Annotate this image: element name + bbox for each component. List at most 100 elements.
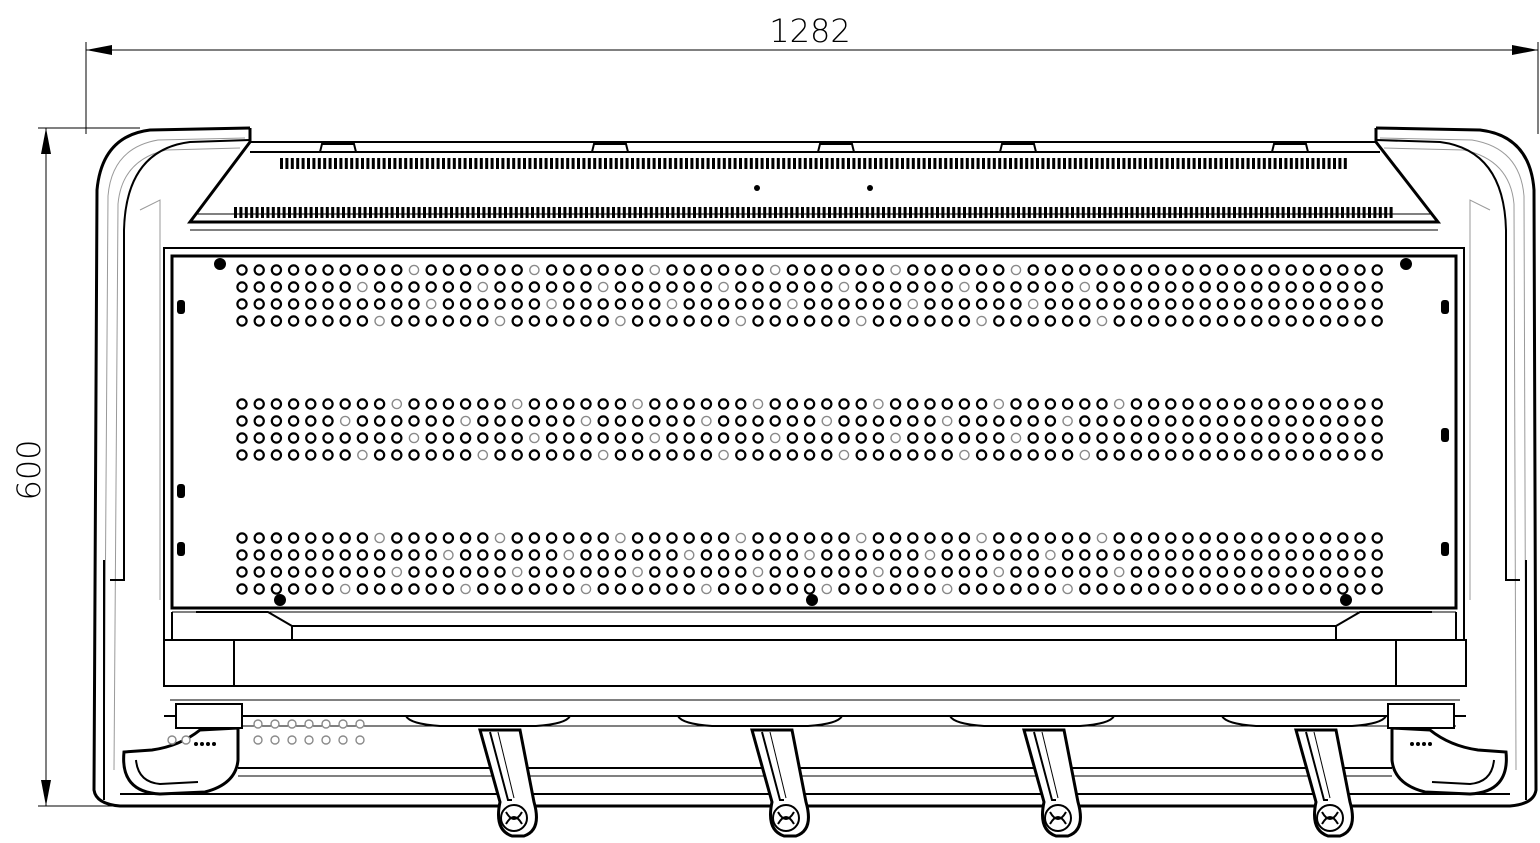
vent-slot xyxy=(706,158,710,169)
perforation-hole xyxy=(1165,398,1177,410)
vent-slot xyxy=(614,158,618,169)
perforation-hole xyxy=(993,264,1005,276)
vent-slot xyxy=(1184,207,1188,218)
vent-slot xyxy=(298,207,302,218)
perforation-hole xyxy=(1251,549,1263,561)
vent-slot xyxy=(763,207,767,218)
vent-slot xyxy=(928,158,931,169)
perforation-hole xyxy=(1044,532,1057,544)
vent-slot xyxy=(1117,158,1120,169)
perforation-hole xyxy=(1147,532,1160,544)
leg-edge xyxy=(761,731,784,801)
perforation-hole xyxy=(529,264,540,276)
perforation-hole xyxy=(305,449,317,461)
vent-slot xyxy=(374,207,378,218)
leg-foot-ring xyxy=(500,804,528,832)
vent-slot xyxy=(795,207,799,218)
perforation-hole xyxy=(1010,549,1022,561)
perforation-hole xyxy=(442,449,455,461)
perforation-hole xyxy=(511,532,523,544)
perforation-hole xyxy=(1027,532,1039,544)
support-leg xyxy=(1294,728,1354,838)
perforation-hole xyxy=(494,532,506,544)
vent-slot xyxy=(747,207,750,218)
perforation-hole xyxy=(459,264,472,276)
perforation-hole xyxy=(339,315,351,327)
perforation-hole xyxy=(1251,449,1263,461)
vent-slot xyxy=(428,207,432,218)
perforation-hole xyxy=(855,264,867,276)
perforation-hole xyxy=(890,432,901,444)
vent-slot xyxy=(652,158,656,169)
vent-slot xyxy=(982,158,985,169)
perforation-hole xyxy=(374,315,385,327)
base-hole xyxy=(253,719,263,729)
base-hole xyxy=(167,735,177,745)
perforation-hole xyxy=(959,281,970,293)
perforation-hole xyxy=(1354,432,1366,444)
perforation-hole xyxy=(735,549,747,561)
perforation-hole xyxy=(270,264,283,276)
perforation-hole xyxy=(270,532,283,544)
perforation-hole xyxy=(649,415,661,427)
perforation-hole xyxy=(1233,264,1246,276)
vent-slot xyxy=(342,207,345,218)
perforation-hole xyxy=(1182,264,1194,276)
vent-slot xyxy=(604,158,607,169)
vent-slot xyxy=(396,207,399,218)
vent-slot xyxy=(504,207,507,218)
perforation-hole xyxy=(1113,549,1125,561)
perforation-hole xyxy=(821,298,833,310)
perforation-hole xyxy=(649,566,661,578)
right-end-panel xyxy=(1375,126,1538,808)
perforation-hole xyxy=(287,432,300,444)
perforation-hole xyxy=(1216,281,1229,293)
vent-slot xyxy=(784,207,788,218)
perforation-hole xyxy=(580,315,592,327)
perforation-hole xyxy=(322,264,334,276)
perforation-hole xyxy=(408,532,420,544)
perforation-holes xyxy=(236,264,1383,595)
perforation-hole xyxy=(1044,583,1057,595)
vent-slot xyxy=(849,207,853,218)
perforation-hole xyxy=(1182,583,1194,595)
perforation-hole xyxy=(528,583,541,595)
base-hole xyxy=(287,735,297,745)
perforation-hole xyxy=(924,264,936,276)
vent-slot xyxy=(1111,158,1115,169)
perforation-hole xyxy=(528,398,541,410)
vent-slot xyxy=(555,158,559,169)
perforation-hole xyxy=(1061,398,1074,410)
perforation-hole xyxy=(907,432,919,444)
perforation-hole xyxy=(683,566,695,578)
perforation-hole xyxy=(1354,398,1366,410)
perforation-hole xyxy=(1285,583,1297,595)
perforation-hole xyxy=(563,566,575,578)
width-dimension: 1282 xyxy=(85,12,1539,134)
vent-slot xyxy=(1243,207,1247,218)
perforation-hole xyxy=(786,398,799,410)
perforation-hole xyxy=(975,583,988,595)
vent-slot xyxy=(1095,158,1099,169)
vent-slot xyxy=(882,207,885,218)
perforation-hole xyxy=(1199,281,1211,293)
vent-slot xyxy=(282,207,286,218)
vent-slot xyxy=(358,207,362,218)
vent-slot xyxy=(436,158,440,169)
perforation-hole xyxy=(305,432,317,444)
vent-slot xyxy=(722,158,726,169)
perforation-hole xyxy=(958,549,971,561)
vent-slot xyxy=(1108,207,1112,218)
perforation-hole xyxy=(1199,415,1211,427)
base-hole xyxy=(270,719,280,729)
perforation-hole xyxy=(1319,281,1332,293)
perforation-hole xyxy=(889,398,902,410)
vent-slot xyxy=(552,207,556,218)
vent-slot xyxy=(350,158,354,169)
perforation-hole xyxy=(786,549,799,561)
perforation-hole xyxy=(373,281,386,293)
perforation-hole xyxy=(1096,398,1108,410)
perforation-hole xyxy=(442,566,455,578)
perforation-hole xyxy=(786,566,799,578)
